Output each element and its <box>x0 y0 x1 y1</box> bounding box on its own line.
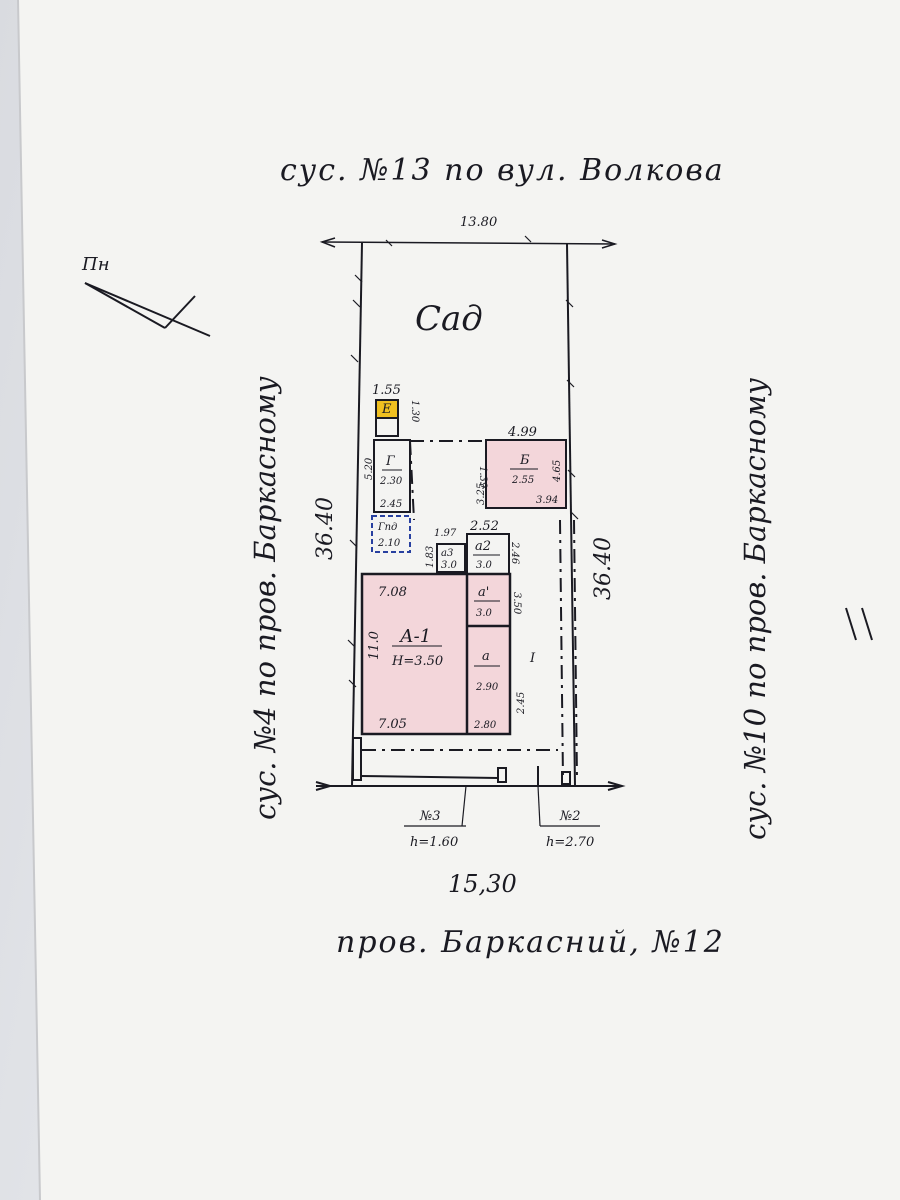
annex-a-label: а <box>482 649 490 664</box>
building-e-height: 1.30 <box>409 400 420 423</box>
gate-2-leader <box>537 785 600 827</box>
building-a3-height: 3.0 <box>441 560 458 571</box>
paper-edge <box>17 0 41 1200</box>
annex-a1-height: 3.0 <box>476 608 493 619</box>
building-a2-label: а2 <box>475 539 491 554</box>
building-g-label: Г <box>385 454 395 469</box>
annex-a-bottom: 2.80 <box>473 720 497 731</box>
annex-a1-side: 3.50 <box>511 592 522 615</box>
building-gpd-value: 2.10 <box>377 538 401 549</box>
building-a3-side: 1.83 <box>425 546 436 568</box>
left-neighbor-label: суc. №4 по пров. Баркасному <box>248 376 282 820</box>
building-a3 <box>436 543 466 573</box>
building-a2-height: 3.0 <box>476 560 493 571</box>
edge-mark <box>845 607 873 641</box>
building-b-label: Б <box>519 453 530 468</box>
boundary-ticks <box>347 235 579 688</box>
building-e-label: Е <box>381 402 392 417</box>
building-gpd-label: Гпд <box>377 522 397 533</box>
house-a1-height: Н=3.50 <box>391 654 443 669</box>
house-a1-label: А-1 <box>398 626 431 647</box>
top-dimension-line <box>319 237 618 249</box>
right-neighbor-label: суc. №10 по пров. Баркасному <box>738 378 772 840</box>
north-arrow-icon <box>84 282 211 337</box>
building-b-bottom: 3.94 <box>536 495 558 506</box>
gate-2-label: №2 <box>559 809 581 824</box>
building-a2-top: 2.52 <box>469 519 499 534</box>
annex-a-height: 2.90 <box>475 682 499 693</box>
house-a1-top: 7.08 <box>378 585 407 600</box>
gate-3-height: h=1.60 <box>410 835 458 850</box>
building-g-bottom: 2.45 <box>379 499 402 510</box>
north-label: Пн <box>81 254 110 275</box>
building-b-left: 3.25 <box>476 483 487 505</box>
plot-boundary <box>315 242 626 791</box>
house-a1-outline <box>360 572 512 736</box>
building-b-height: 2.55 <box>511 475 534 486</box>
building-b-side: 1.39 <box>477 466 488 489</box>
annex-a-side: 2.45 <box>516 692 527 715</box>
fence-i-label: I <box>529 651 536 666</box>
top-neighbor-label: суc. №13 по вул. Волкова <box>280 153 725 188</box>
bottom-fence <box>352 737 571 786</box>
bottom-width: 15,30 <box>448 870 517 898</box>
annex-a1-label: а' <box>478 585 489 600</box>
house-a1-bottom: 7.05 <box>378 717 407 732</box>
building-a3-label: а3 <box>441 548 453 559</box>
left-length: 36.40 <box>313 497 338 560</box>
building-g <box>373 439 411 513</box>
gate-3-label: №3 <box>419 809 441 824</box>
building-b-right: 4.65 <box>552 460 563 483</box>
building-a3-top: 1.97 <box>434 528 457 539</box>
building-b-top: 4.99 <box>507 425 537 440</box>
gate-3-leader <box>404 785 467 827</box>
right-length: 36.40 <box>591 537 616 600</box>
gate-2-height: h=2.70 <box>546 835 594 850</box>
house-a1-left: 11.0 <box>367 631 382 660</box>
building-e-fill <box>376 400 398 417</box>
building-a2-side: 2.46 <box>509 541 520 565</box>
garden-label: Сад <box>415 299 483 339</box>
building-e-width: 1.55 <box>372 383 401 398</box>
top-width: 13.80 <box>460 215 497 230</box>
building-gpd <box>371 515 411 553</box>
building-g-height: 2.30 <box>379 476 403 487</box>
building-b <box>485 439 567 509</box>
building-g-left: 5.20 <box>364 457 375 480</box>
bottom-street-label: пров. Баркасний, №12 <box>336 925 725 960</box>
